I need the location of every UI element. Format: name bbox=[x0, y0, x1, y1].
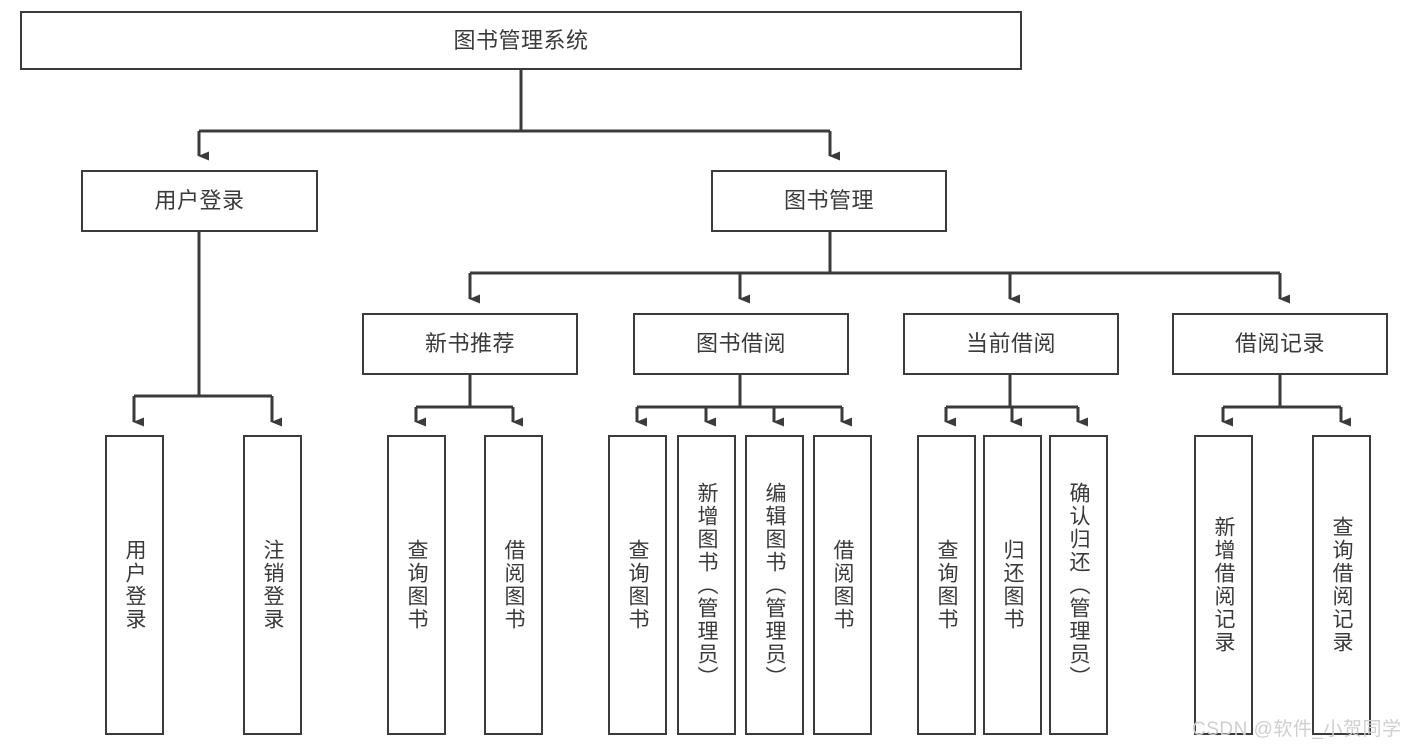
edge-group-current-borrow bbox=[944, 375, 1088, 427]
leaf-query-borrow-record[interactable]: 查询借阅记录 bbox=[1312, 435, 1371, 735]
node-user-login[interactable]: 用户登录 bbox=[81, 170, 318, 232]
node-book-borrow-label: 图书借阅 bbox=[695, 331, 786, 357]
leaf-borrow-book-newbook-label: 借阅图书 bbox=[502, 539, 526, 631]
edge-group-book-management bbox=[468, 232, 1290, 304]
node-borrow-record[interactable]: 借阅记录 bbox=[1172, 313, 1388, 375]
node-current-borrow-label: 当前借阅 bbox=[965, 331, 1056, 357]
leaf-add-borrow-record[interactable]: 新增借阅记录 bbox=[1194, 435, 1253, 735]
leaf-query-book-current-label: 查询图书 bbox=[935, 539, 959, 631]
node-root[interactable]: 图书管理系统 bbox=[20, 11, 1022, 70]
leaf-logout[interactable]: 注销登录 bbox=[243, 435, 302, 735]
leaf-add-borrow-record-label: 新增借阅记录 bbox=[1212, 516, 1236, 654]
leaf-add-book-admin-label: 新增图书（管理员） bbox=[695, 481, 719, 689]
node-new-book-recommend-label: 新书推荐 bbox=[424, 331, 515, 357]
leaf-add-book-admin[interactable]: 新增图书（管理员） bbox=[677, 435, 736, 735]
leaf-edit-book-admin[interactable]: 编辑图书（管理员） bbox=[745, 435, 804, 735]
edge-group-book-borrow bbox=[635, 375, 852, 427]
leaf-query-borrow-record-label: 查询借阅记录 bbox=[1330, 516, 1354, 654]
leaf-borrow-book[interactable]: 借阅图书 bbox=[813, 435, 872, 735]
leaf-query-book-current[interactable]: 查询图书 bbox=[917, 435, 976, 735]
edge-group-borrow-record bbox=[1221, 375, 1351, 427]
node-book-management[interactable]: 图书管理 bbox=[711, 170, 947, 232]
leaf-user-login[interactable]: 用户登录 bbox=[105, 435, 164, 735]
node-book-management-label: 图书管理 bbox=[783, 188, 874, 214]
edge-group-root bbox=[197, 70, 840, 161]
node-root-label: 图书管理系统 bbox=[453, 27, 589, 53]
leaf-return-book-label: 归还图书 bbox=[1001, 539, 1025, 631]
node-user-login-label: 用户登录 bbox=[154, 188, 245, 214]
node-borrow-record-label: 借阅记录 bbox=[1234, 331, 1325, 357]
node-book-borrow[interactable]: 图书借阅 bbox=[633, 313, 849, 375]
leaf-query-book-newbook[interactable]: 查询图书 bbox=[387, 435, 446, 735]
node-current-borrow[interactable]: 当前借阅 bbox=[903, 313, 1119, 375]
edge-group-user-login bbox=[132, 232, 282, 427]
leaf-borrow-book-newbook[interactable]: 借阅图书 bbox=[484, 435, 543, 735]
node-new-book-recommend[interactable]: 新书推荐 bbox=[362, 313, 578, 375]
leaf-query-book-borrow-label: 查询图书 bbox=[626, 539, 650, 631]
leaf-return-book[interactable]: 归还图书 bbox=[983, 435, 1042, 735]
leaf-query-book-newbook-label: 查询图书 bbox=[405, 539, 429, 631]
leaf-logout-label: 注销登录 bbox=[261, 539, 285, 631]
edge-group-new-book bbox=[414, 375, 523, 427]
leaf-confirm-return-admin[interactable]: 确认归还（管理员） bbox=[1049, 435, 1108, 735]
leaf-confirm-return-admin-label: 确认归还（管理员） bbox=[1067, 481, 1091, 689]
leaf-edit-book-admin-label: 编辑图书（管理员） bbox=[763, 481, 787, 689]
leaf-query-book-borrow[interactable]: 查询图书 bbox=[608, 435, 667, 735]
leaf-user-login-label: 用户登录 bbox=[123, 539, 147, 631]
leaf-borrow-book-label: 借阅图书 bbox=[831, 539, 855, 631]
